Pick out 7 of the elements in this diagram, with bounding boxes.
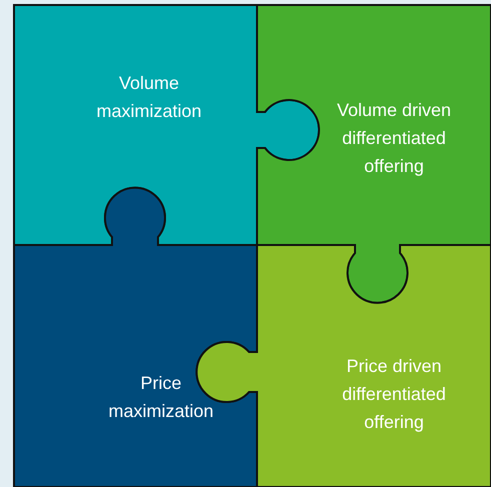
puzzle-piece bbox=[14, 188, 257, 487]
puzzle-piece bbox=[14, 5, 319, 245]
piece-label: Price driven differentiated offering bbox=[341, 355, 447, 434]
piece-label: Volume maximization bbox=[95, 72, 203, 123]
piece-label: Price maximization bbox=[107, 372, 215, 423]
puzzle-piece bbox=[257, 5, 491, 303]
piece-label: Volume driven differentiated offering bbox=[336, 99, 452, 178]
